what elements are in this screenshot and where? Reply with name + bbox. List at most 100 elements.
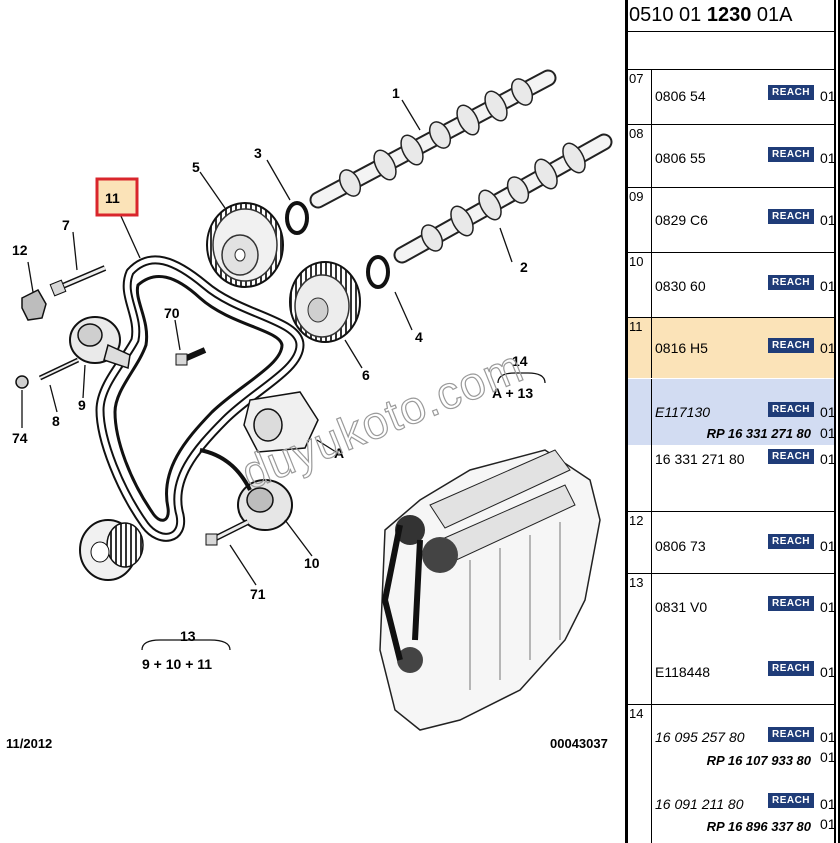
part-row-12[interactable]: 12 0806 73 REACH 01 xyxy=(628,512,836,573)
part-code: E117130 xyxy=(655,404,711,420)
divider xyxy=(628,317,834,318)
part-code: 16 091 211 80 xyxy=(655,796,744,812)
bolt-8[interactable] xyxy=(38,357,80,381)
callout-11[interactable]: 11 xyxy=(105,190,120,206)
part-quantity: 01 xyxy=(820,88,836,104)
crankshaft-pulley[interactable] xyxy=(79,519,144,581)
camshaft-upper[interactable] xyxy=(309,69,557,209)
callout-1[interactable]: 1 xyxy=(392,85,400,101)
reach-badge: REACH xyxy=(768,727,814,742)
part-code: 0830 60 xyxy=(655,278,706,294)
part-code: 0829 C6 xyxy=(655,212,708,228)
part-quantity: 01 xyxy=(820,212,836,228)
part-code: E118448 xyxy=(655,664,711,680)
nut-74[interactable] xyxy=(15,375,29,389)
part-code: 0816 H5 xyxy=(655,340,708,356)
callout-12[interactable]: 12 xyxy=(12,242,28,258)
part-code: 16 331 271 80 xyxy=(655,451,745,467)
part-row-09[interactable]: 09 0829 C6 REACH 01 xyxy=(628,188,836,252)
part-row-14[interactable]: 14 16 095 257 80 REACH 01 RP 16 107 933 … xyxy=(628,705,836,843)
header-prefix: 0510 01 xyxy=(629,4,707,26)
part-quantity: 01 xyxy=(820,599,836,615)
part-row-07[interactable]: 07 0806 54 REACH 01 xyxy=(628,70,836,124)
callout-3[interactable]: 3 xyxy=(254,145,262,161)
part-row-08[interactable]: 08 0806 55 REACH 01 xyxy=(628,125,836,187)
reach-badge: REACH xyxy=(768,661,814,676)
replacement-part: RP 16 896 337 80 xyxy=(706,819,811,834)
callout-8[interactable]: 8 xyxy=(52,413,60,429)
callout-71[interactable]: 71 xyxy=(250,586,266,602)
callout-2[interactable]: 2 xyxy=(520,259,528,275)
divider xyxy=(651,318,652,378)
callout-13[interactable]: 13 xyxy=(180,628,196,644)
part-row-11-new[interactable]: 16 331 271 80 REACH 01 xyxy=(628,445,836,511)
panel-scrollbar-edge xyxy=(834,0,840,843)
part-quantity: 01 xyxy=(820,451,836,467)
callout-9[interactable]: 9 xyxy=(78,397,86,413)
divider xyxy=(628,31,834,32)
callout-70[interactable]: 70 xyxy=(164,305,180,321)
divider xyxy=(651,70,652,124)
timing-belt-diagram: 1 2 3 4 5 6 7 8 9 10 11 12 70 71 74 A 13… xyxy=(6,69,613,751)
row-number: 14 xyxy=(629,706,644,721)
formula-13: 9 + 10 + 11 xyxy=(142,656,212,672)
leader-lines xyxy=(21,99,546,651)
replacement-quantity: 01 xyxy=(820,816,836,832)
reach-badge: REACH xyxy=(768,147,814,162)
divider xyxy=(628,124,834,125)
camshaft-pulley-phaser[interactable] xyxy=(206,202,284,288)
divider xyxy=(651,574,652,704)
camshaft-seal-upper[interactable] xyxy=(285,201,309,235)
cap-12[interactable] xyxy=(21,289,47,321)
callout-10[interactable]: 10 xyxy=(304,555,320,571)
part-quantity: 01 xyxy=(820,538,836,554)
panel-header: 0510 01 1230 01A xyxy=(628,0,835,30)
camshaft-seal-lower[interactable] xyxy=(366,255,390,289)
bolt-71[interactable] xyxy=(205,519,250,546)
bolt-7[interactable] xyxy=(49,265,107,297)
callout-14[interactable]: 14 xyxy=(512,353,528,369)
row-number: 13 xyxy=(629,575,644,590)
divider xyxy=(651,379,652,445)
part-quantity: 01 xyxy=(820,796,836,812)
row-number: 10 xyxy=(629,254,644,269)
divider xyxy=(651,512,652,573)
callout-6[interactable]: 6 xyxy=(362,367,370,383)
formula-14: A + 13 xyxy=(492,385,533,401)
camshaft-lower[interactable] xyxy=(393,133,613,264)
panel-border-left xyxy=(625,0,628,843)
belt-tensioner[interactable] xyxy=(69,316,131,369)
callout-5[interactable]: 5 xyxy=(192,159,200,175)
reach-badge: REACH xyxy=(768,85,814,100)
row-number: 07 xyxy=(629,71,644,86)
callout-74[interactable]: 74 xyxy=(12,430,28,446)
part-row-10[interactable]: 10 0830 60 REACH 01 xyxy=(628,253,836,317)
part-code: 16 095 257 80 xyxy=(655,729,745,745)
part-code: 0806 54 xyxy=(655,88,706,104)
camshaft-pulley-exhaust[interactable] xyxy=(289,261,361,343)
part-quantity: 01 xyxy=(820,664,836,680)
callout-7[interactable]: 7 xyxy=(62,217,70,233)
part-quantity: 01 xyxy=(820,278,836,294)
header-suffix: 01A xyxy=(751,4,793,26)
reach-badge: REACH xyxy=(768,449,814,464)
divider xyxy=(628,511,834,512)
part-code: 0806 55 xyxy=(655,150,706,166)
divider xyxy=(651,125,652,187)
engine-block xyxy=(379,449,601,731)
callout-4[interactable]: 4 xyxy=(415,329,423,345)
timing-belt[interactable] xyxy=(95,255,305,542)
callout-a[interactable]: A xyxy=(334,445,344,461)
part-row-11-alternate[interactable]: E117130 REACH 01 RP 16 331 271 80 01 xyxy=(628,379,836,445)
bolt-70[interactable] xyxy=(175,347,207,366)
divider xyxy=(651,445,652,511)
divider xyxy=(628,573,834,574)
row-number: 08 xyxy=(629,126,644,141)
belt-idler-pulley[interactable] xyxy=(237,479,293,531)
part-row-13[interactable]: 13 0831 V0 REACH 01 E118448 REACH 01 xyxy=(628,574,836,704)
part-row-11[interactable]: 11 0816 H5 REACH 01 xyxy=(628,318,836,378)
divider xyxy=(628,704,834,705)
reach-badge: REACH xyxy=(768,793,814,808)
water-pump[interactable] xyxy=(199,391,319,491)
diagram-date: 11/2012 xyxy=(6,736,52,751)
